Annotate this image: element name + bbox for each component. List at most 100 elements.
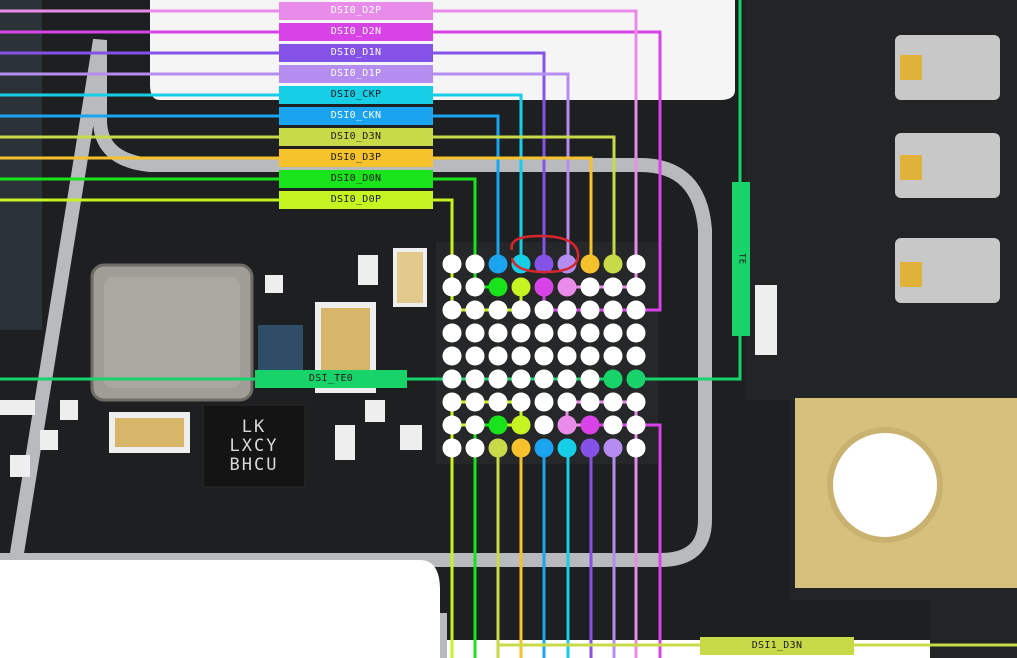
bga-pin: [557, 392, 577, 412]
trace-te: [636, 0, 742, 381]
bga-pin: [465, 438, 485, 458]
bga-pin-te: [626, 369, 646, 389]
bga-pin: [442, 369, 462, 389]
bga-pin: [626, 438, 646, 458]
bga-pin: [626, 346, 646, 366]
bga-pin: [511, 369, 531, 389]
trace-d2n-loop: [542, 32, 662, 312]
trace-ckp: [0, 93, 523, 264]
shield-cutout-top: [150, 0, 735, 100]
trace-bottom-d1n: [589, 446, 593, 658]
bga-pin: [442, 323, 462, 343]
bga-pin-d2p: [557, 277, 577, 297]
bga-pin: [603, 346, 623, 366]
label-dsi0-ckp: DSI0_CKP: [279, 86, 433, 104]
bga-pin: [442, 392, 462, 412]
bga-pin-d1n: [580, 438, 600, 458]
bga-pin-ckn: [488, 254, 508, 274]
bga-pin-d1p: [603, 438, 623, 458]
bga-pin: [580, 300, 600, 320]
label-te: TE: [732, 182, 750, 336]
mounting-hole: [827, 427, 943, 543]
ink-circle-annotation: [510, 234, 580, 274]
bga-pin: [626, 323, 646, 343]
bga-pin: [442, 438, 462, 458]
smd-passives: [0, 248, 777, 477]
bga-pin: [465, 415, 485, 435]
bga-pin-ckp: [557, 438, 577, 458]
bga-pin-d2p: [557, 415, 577, 435]
fpc-connectors: [895, 35, 1000, 303]
label-dsi0-d0p: DSI0_D0P: [279, 191, 433, 209]
bga-pin-ckn: [534, 438, 554, 458]
bga-pin: [442, 300, 462, 320]
bga-pin-d0p: [511, 277, 531, 297]
trace-bottom-d1p: [612, 446, 616, 658]
trace-d1p: [0, 72, 570, 264]
bga-pin: [534, 392, 554, 412]
trace-ckn: [0, 114, 500, 264]
bga-pin: [557, 346, 577, 366]
bga-pin: [626, 392, 646, 412]
bga-pin: [465, 300, 485, 320]
bga-pin: [511, 392, 531, 412]
label-dsi0-d3n: DSI0_D3N: [279, 128, 433, 146]
bga-pin: [603, 415, 623, 435]
trace-d3n: [0, 135, 616, 264]
bga-pin: [442, 254, 462, 274]
bga-pin: [603, 300, 623, 320]
bga-pin: [626, 300, 646, 320]
bga-pin: [580, 392, 600, 412]
bga-pins: [442, 254, 646, 458]
bga-pin: [580, 346, 600, 366]
bga-pin: [603, 323, 623, 343]
bga-pin: [603, 392, 623, 412]
bga-pin: [580, 323, 600, 343]
bga-pin: [488, 323, 508, 343]
label-dsi0-d2n: DSI0_D2N: [279, 23, 433, 41]
chip-marking: LK LXCY BHCU: [208, 418, 300, 475]
bga-pin: [557, 300, 577, 320]
bga-pin-d0n: [488, 277, 508, 297]
bga-pin: [626, 277, 646, 297]
bga-pin: [465, 369, 485, 389]
trace-bottom-d0p-loop: [450, 400, 523, 658]
bga-pin: [557, 369, 577, 389]
label-dsi-te0: DSI_TE0: [255, 370, 407, 388]
label-dsi0-ckn: DSI0_CKN: [279, 107, 433, 125]
chip-marking-line-3: BHCU: [229, 455, 279, 475]
bga-pin-d2n: [580, 415, 600, 435]
bga-pin-d0p: [511, 415, 531, 435]
bga-pin: [580, 369, 600, 389]
bga-pin: [488, 300, 508, 320]
label-dsi0-d1n: DSI0_D1N: [279, 44, 433, 62]
label-dsi1-d3n: DSI1_D3N: [700, 637, 854, 655]
label-dsi0-d2p: DSI0_D2P: [279, 2, 433, 20]
bga-pin: [534, 346, 554, 366]
bga-pin-d2n: [534, 277, 554, 297]
chip-marking-line-1: LK: [241, 417, 267, 437]
bga-pin: [442, 346, 462, 366]
bga-pin: [580, 277, 600, 297]
bga-pin: [511, 300, 531, 320]
bga-pin-d3p: [580, 254, 600, 274]
bga-pin: [442, 415, 462, 435]
bga-pin: [534, 415, 554, 435]
trace-d3p: [0, 156, 593, 264]
label-dsi0-d0n: DSI0_D0N: [279, 170, 433, 188]
bga-pin-d3n: [603, 254, 623, 274]
chip-marking-line-2: LXCY: [229, 436, 279, 456]
bga-pin: [557, 323, 577, 343]
bga-pin: [534, 323, 554, 343]
label-dsi0-d3p: DSI0_D3P: [279, 149, 433, 167]
trace-bottom-d2p-loop: [565, 400, 638, 658]
bga-pin: [603, 277, 623, 297]
bga-pin: [442, 277, 462, 297]
bga-pin: [488, 346, 508, 366]
bga-pin: [465, 277, 485, 297]
ic-package: [202, 404, 306, 488]
bga-pin: [511, 323, 531, 343]
